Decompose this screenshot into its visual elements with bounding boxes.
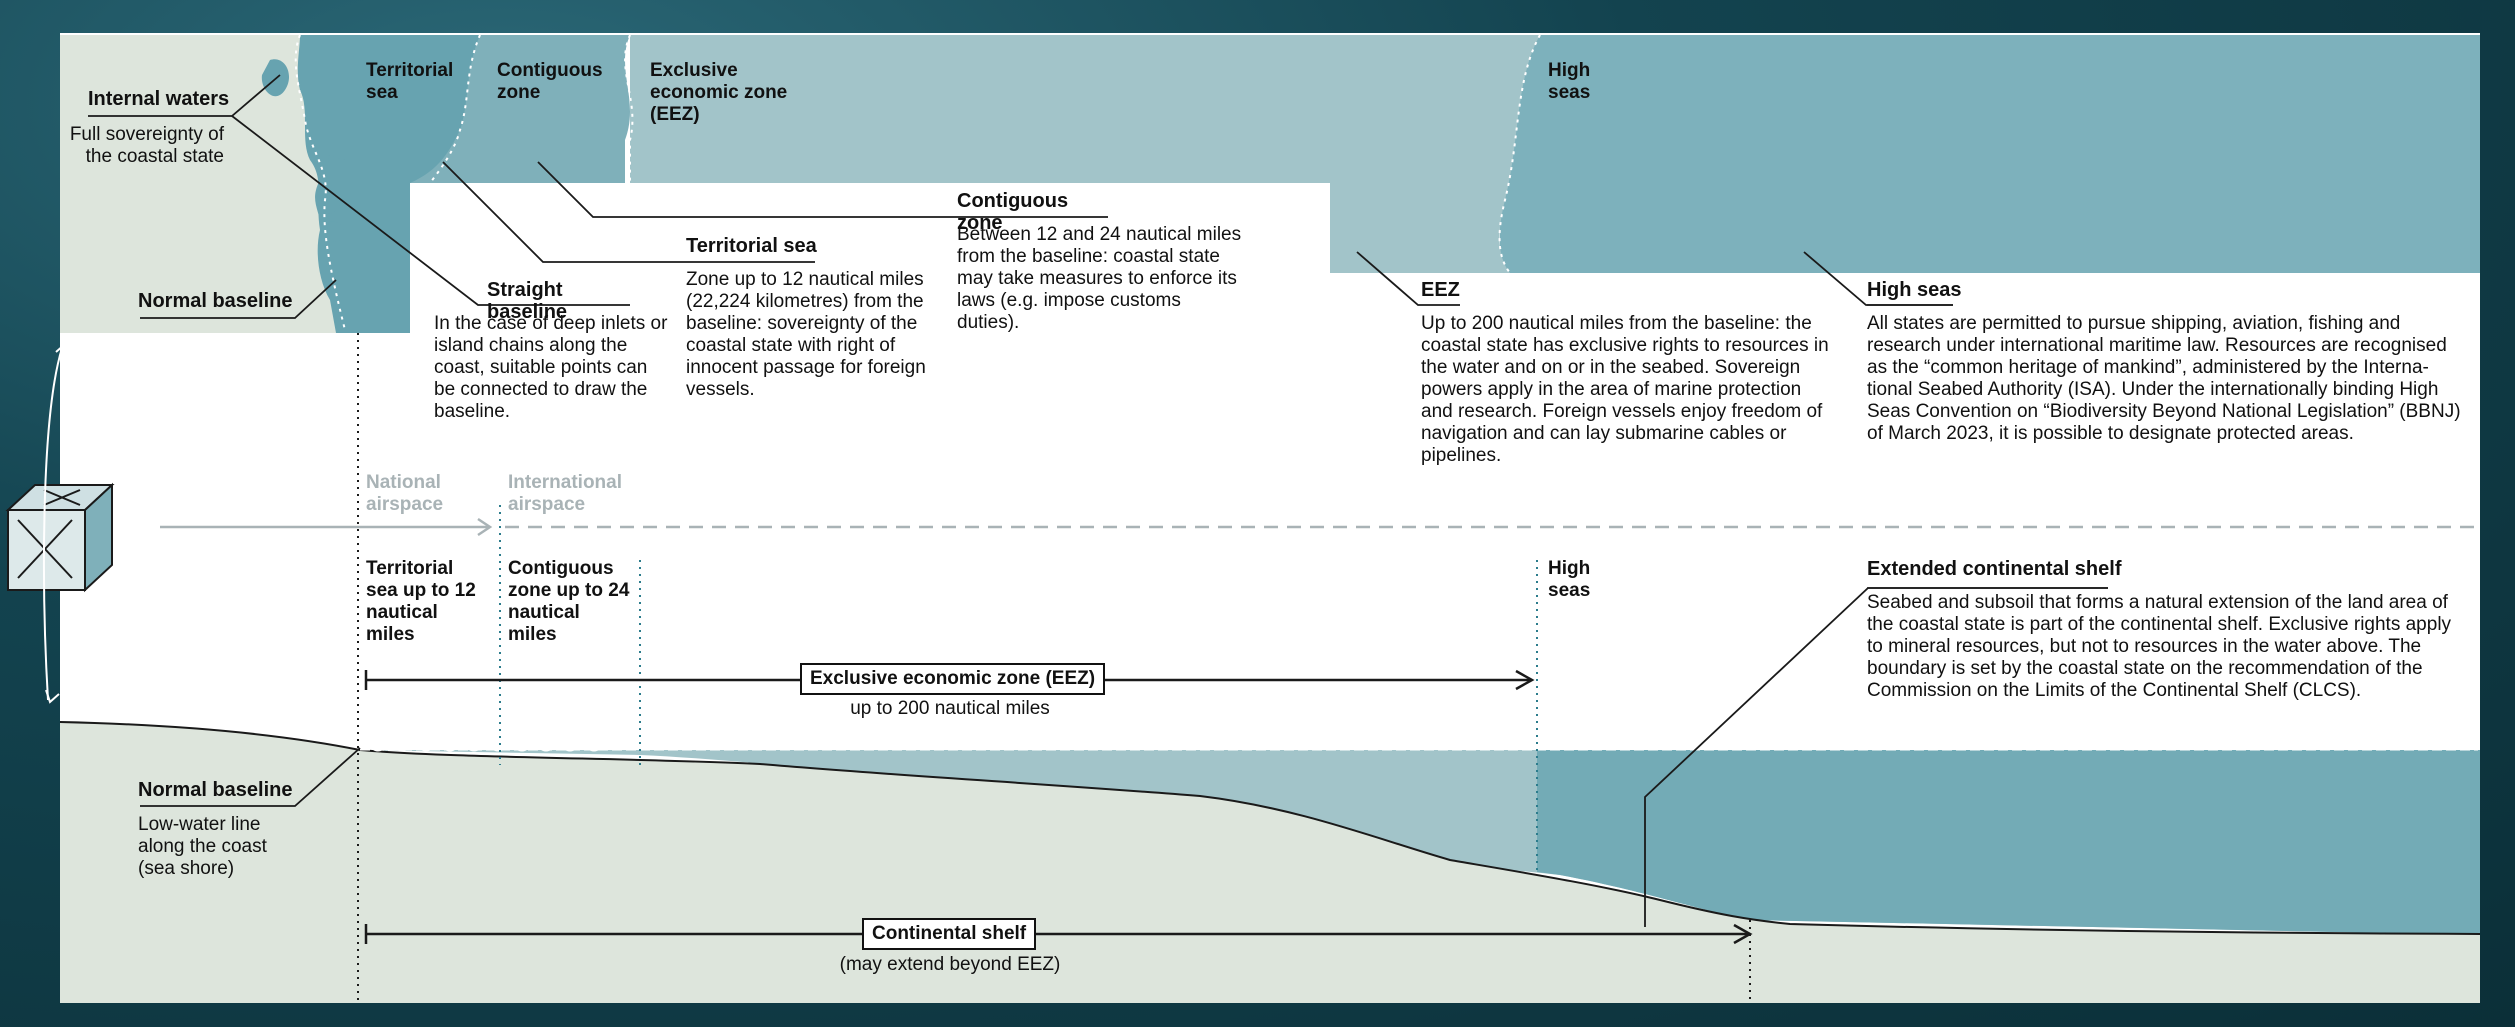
contiguous-zone-title: Contiguous zone	[957, 190, 1069, 234]
zone-header-high-seas: High seas	[1548, 60, 1591, 103]
internal-waters-islands	[261, 59, 344, 242]
leader-normal-baseline-bottom	[140, 747, 361, 807]
leader-eez	[1356, 251, 1460, 306]
high-seas-water	[1537, 750, 2480, 935]
national-airspace-arrowhead	[477, 517, 493, 537]
section-label-territorial: Territorial sea up to 12 nautical miles	[366, 558, 476, 645]
leader-territorial-sea	[442, 161, 815, 263]
top-info-box	[410, 183, 1330, 333]
high-seas-area-top	[1500, 35, 2480, 273]
eez-area-top	[630, 35, 1540, 273]
normal-baseline-bottom-desc: Low-water line along the coast (sea shor…	[138, 814, 267, 879]
territorial-sea-desc: Zone up to 12 nautical miles (22,224 kil…	[686, 269, 926, 400]
high-seas-desc: All states are permitted to pursue shipp…	[1867, 313, 2461, 444]
zone-header-territorial: Territorial sea	[366, 60, 454, 103]
straight-baseline-title: Straight baseline	[487, 279, 568, 323]
curved-arrow-icon	[42, 347, 63, 701]
extended-shelf-desc: Seabed and subsoil that forms a natural …	[1867, 592, 2452, 701]
normal-baseline-bottom-title: Normal baseline	[138, 779, 293, 801]
seabed-profile-line	[59, 721, 2481, 935]
curved-arrow-head-bottom	[45, 689, 60, 704]
high-seas-title: High seas	[1867, 279, 1962, 301]
international-airspace-label: International airspace	[508, 472, 623, 515]
straight-baseline-dots	[294, 34, 346, 331]
normal-baseline-top-title: Normal baseline	[138, 290, 293, 312]
contiguous-zone-desc: Between 12 and 24 nautical miles from th…	[957, 224, 1242, 333]
contiguous-area-top	[410, 35, 630, 183]
zone-header-eez: Exclusive economic zone (EEZ)	[650, 60, 788, 125]
eez-range-label: Exclusive economic zone (EEZ)	[800, 663, 1106, 695]
contiguous-boundary-dots	[624, 34, 634, 183]
heading-underlines	[1867, 304, 2108, 589]
section-label-high-seas: High seas	[1548, 558, 1591, 601]
internal-waters-desc: Full sovereignty of the coastal state	[69, 124, 224, 167]
curved-arrow-head-top	[55, 343, 69, 357]
straight-baseline-desc: In the case of deep inlets or island cha…	[434, 313, 668, 422]
shelf-range-arrowhead	[1733, 923, 1753, 945]
internal-waters-title: Internal waters	[88, 88, 230, 110]
zone-header-contiguous: Contiguous zone	[497, 60, 603, 103]
eez-desc: Up to 200 nautical miles from the baseli…	[1421, 313, 1829, 466]
national-airspace-label: National airspace	[366, 472, 444, 515]
extended-shelf-title: Extended continental shelf	[1867, 558, 2122, 580]
leader-straight-baseline	[231, 115, 630, 306]
section-label-contiguous: Contiguous zone up to 24 nautical miles	[508, 558, 630, 645]
eez-range-sub: up to 200 nautical miles	[850, 698, 1050, 719]
eez-title: EEZ	[1421, 279, 1460, 301]
territorial-sea-title: Territorial sea	[686, 235, 817, 257]
territorial-boundary-dots	[429, 34, 481, 184]
leader-contiguous-zone	[537, 161, 1108, 218]
continental-shelf-sub: (may extend beyond EEZ)	[839, 954, 1061, 975]
cube-icon	[5, 482, 115, 593]
leader-normal-baseline-top	[140, 279, 337, 319]
continental-shelf-label: Continental shelf	[862, 918, 1037, 950]
eez-range-arrowhead	[1515, 669, 1535, 691]
